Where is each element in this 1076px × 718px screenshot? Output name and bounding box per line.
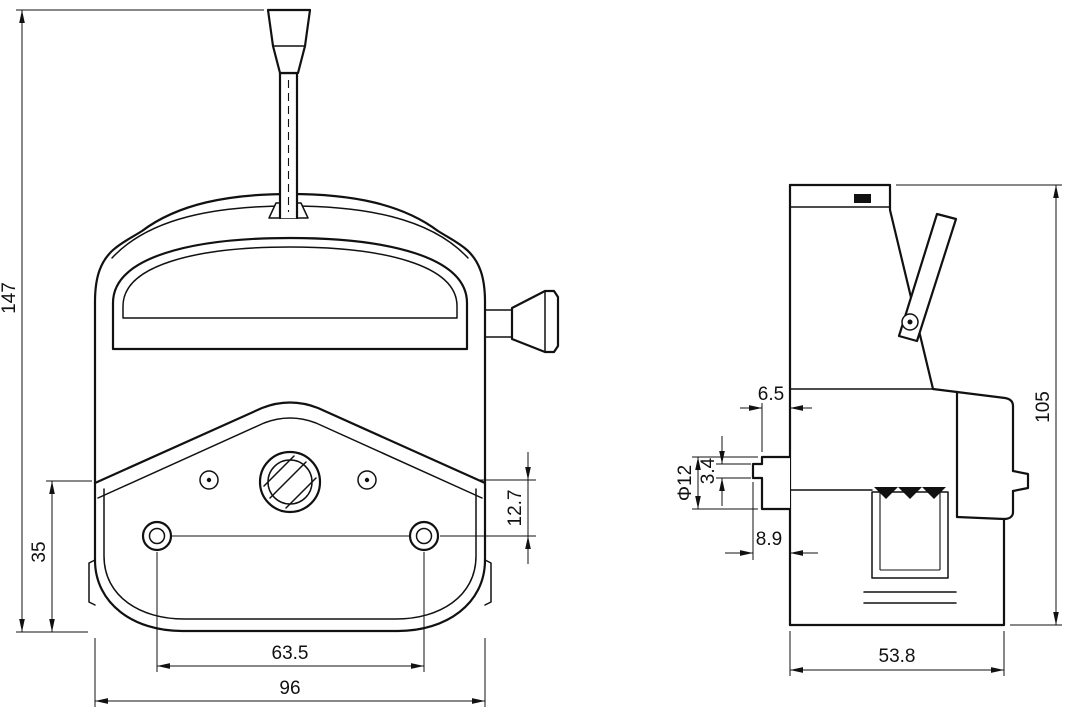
left-tab — [88, 559, 96, 606]
dim-shaft-length-8-9: 8.9 — [725, 482, 818, 560]
mounting-hole-left — [141, 520, 173, 552]
clamp-teeth — [874, 487, 946, 499]
dim-12-7-label: 12.7 — [505, 490, 526, 527]
release-lever — [897, 212, 958, 343]
v-groove — [93, 401, 487, 499]
pivot-circle — [901, 313, 919, 331]
dim-base-to-center-35: 35 — [29, 480, 92, 632]
top-slot — [854, 194, 871, 203]
dim-height-105: 105 — [896, 184, 1062, 626]
mounting-hole-right — [408, 520, 440, 552]
right-knob — [1011, 469, 1030, 493]
index-hole-right — [357, 470, 377, 490]
dim-6-5-label: 6.5 — [758, 384, 784, 405]
dim-3-4-label: 3.4 — [698, 457, 719, 484]
front-view: 147 35 12.7 63.5 96 — [0, 8, 560, 707]
side-view: 6.5 Φ12 3.4 8.9 105 53.8 — [675, 183, 1062, 676]
shaft-hatch — [263, 455, 317, 509]
dim-phi12-label: Φ12 — [675, 465, 696, 501]
dim-35-label: 35 — [29, 541, 50, 562]
dim-147-label: 147 — [0, 282, 20, 314]
dim-8-9-label: 8.9 — [756, 529, 782, 550]
drive-shaft-circle — [258, 450, 322, 514]
dim-width-96: 96 — [94, 638, 486, 707]
dim-shaft-diameter-phi12: Φ12 — [675, 456, 758, 510]
right-tab — [484, 559, 492, 606]
pump-body-outline — [93, 192, 487, 633]
output-shaft — [751, 455, 792, 511]
lever-knob — [266, 8, 312, 75]
dim-key-width-3-4: 3.4 — [698, 436, 751, 506]
tube-channel — [863, 487, 957, 604]
dim-shaft-step-6-5: 6.5 — [740, 384, 812, 452]
dim-53-8-label: 53.8 — [879, 646, 916, 667]
dim-hole-offset-12-7: 12.7 — [440, 452, 536, 564]
dim-63-5-label: 63.5 — [272, 643, 309, 664]
base-slots — [863, 591, 957, 604]
side-body-outline — [788, 183, 1030, 627]
dim-hole-spacing-63-5: 63.5 — [156, 552, 425, 672]
dim-96-label: 96 — [279, 678, 300, 699]
base-inner-outline — [88, 488, 492, 620]
shaft-key-profile — [751, 455, 792, 511]
top-lever — [266, 8, 312, 220]
window-arch — [111, 236, 469, 351]
side-clamp-knob — [484, 289, 560, 354]
dim-105-label: 105 — [1033, 391, 1054, 423]
index-hole-left — [199, 470, 219, 490]
dim-depth-53-8: 53.8 — [789, 631, 1005, 676]
